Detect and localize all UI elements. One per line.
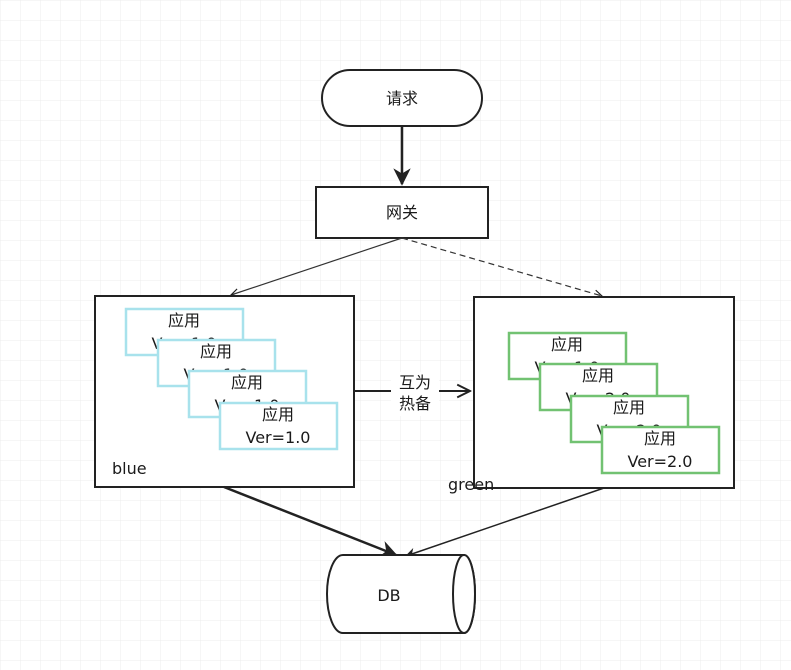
green-label: green <box>448 475 494 494</box>
arrow-green-to-db <box>405 487 605 558</box>
card-title: 应用 <box>231 373 263 392</box>
card-title: 应用 <box>582 366 614 385</box>
gateway-node[interactable]: 网关 <box>315 186 489 239</box>
card-title: 应用 <box>551 335 583 354</box>
mutual-label-bg <box>391 372 439 416</box>
card-title: 应用 <box>200 342 232 361</box>
db-node[interactable]: DB <box>326 554 476 634</box>
request-node[interactable]: 请求 <box>321 69 483 127</box>
mutual-label-line2: 热备 <box>399 394 431 413</box>
arrow-gateway-to-blue <box>231 237 403 295</box>
card-title: 应用 <box>644 429 676 448</box>
green-card[interactable]: 应用 Ver=2.0 <box>600 425 721 475</box>
blue-card[interactable]: 应用 Ver=1.0 <box>218 401 339 451</box>
mutual-label-line1: 互为 <box>399 373 431 392</box>
card-title: 应用 <box>168 311 200 330</box>
card-version: Ver=1.0 <box>246 428 311 447</box>
db-label: DB <box>377 586 400 605</box>
blue-label: blue <box>112 459 147 478</box>
arrow-gateway-to-green <box>401 237 602 296</box>
card-version: Ver=2.0 <box>628 452 693 471</box>
card-title: 应用 <box>262 405 294 424</box>
arrow-blue-to-db <box>223 485 398 558</box>
gateway-label: 网关 <box>386 203 418 222</box>
card-title: 应用 <box>613 398 645 417</box>
request-label: 请求 <box>386 89 418 108</box>
